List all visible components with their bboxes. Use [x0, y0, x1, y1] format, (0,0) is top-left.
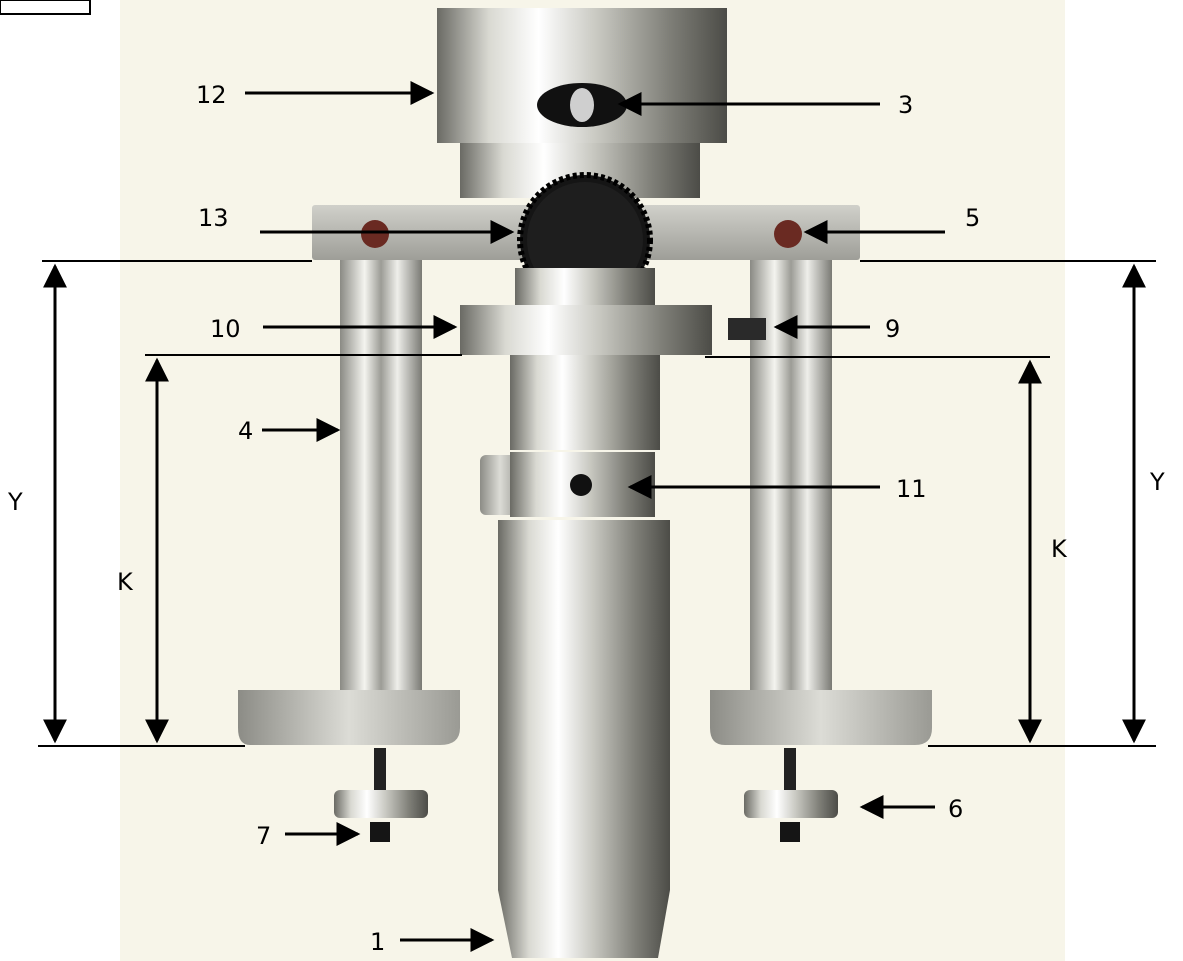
dim-label-k-left: K [117, 568, 134, 596]
callout-7: 7 [256, 822, 271, 850]
bar-hole-right [774, 220, 802, 248]
shaft-upper [515, 268, 655, 308]
foot-plate-left [238, 690, 460, 745]
probe-tip [498, 890, 670, 958]
guide-rod-left [340, 260, 422, 745]
clamp-ring-hole [570, 474, 592, 496]
dim-label-y-right: Y [1149, 468, 1165, 496]
sight-window-glass [570, 88, 594, 122]
bar-hole-left [361, 220, 389, 248]
thumb-wheel-right [744, 790, 838, 818]
thumb-wheel-left [334, 790, 428, 818]
reference-lines [38, 260, 1156, 747]
callout-9: 9 [885, 315, 900, 343]
set-screw [728, 318, 766, 340]
callout-5: 5 [965, 204, 980, 232]
dim-label-k-right: K [1051, 535, 1068, 563]
callout-13: 13 [198, 204, 229, 232]
shaft-flange [460, 305, 712, 355]
callout-6: 6 [948, 795, 963, 823]
callout-4: 4 [238, 417, 253, 445]
foot-plate-right [710, 690, 932, 745]
corner-box [0, 0, 91, 15]
dimension-arrows [43, 263, 1146, 744]
callout-arrows [245, 81, 945, 952]
callout-1: 1 [370, 928, 385, 956]
dim-label-y-left: Y [7, 488, 23, 516]
callout-3: 3 [898, 91, 913, 119]
callout-11: 11 [896, 475, 927, 503]
callout-12: 12 [196, 81, 227, 109]
screw-cap-right [780, 822, 800, 842]
screw-cap-left [370, 822, 390, 842]
shaft-middle [510, 355, 660, 450]
shaft-lower [498, 520, 670, 790]
callout-10: 10 [210, 315, 241, 343]
shaft-bottom [498, 790, 670, 890]
screw-stem-left [374, 748, 386, 790]
screw-stem-right [784, 748, 796, 790]
guide-rod-right [750, 260, 832, 745]
